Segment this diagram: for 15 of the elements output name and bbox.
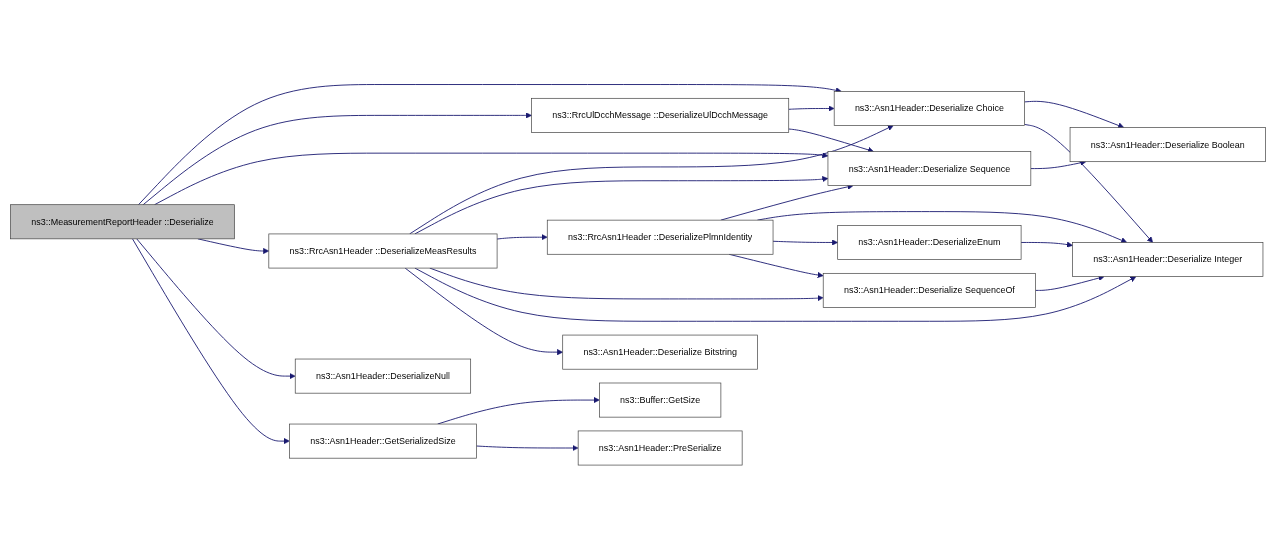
node-box: ns3::Asn1Header::Deserialize Boolean [1069, 126, 1266, 162]
node-box: ns3::MeasurementReportHeader ::Deserialize [10, 204, 235, 239]
node-box: ns3::Buffer::GetSize [599, 382, 722, 418]
node-box: ns3::Asn1Header::Deserialize Sequence [827, 150, 1032, 186]
node-box: ns3::RrcAsn1Header ::DeserializePlmnIdentity [546, 219, 774, 255]
node-box: ns3::Asn1Header::Deserialize Integer [1072, 241, 1264, 277]
node-box: ns3::Asn1Header::Deserialize Choice [833, 90, 1025, 126]
node-box: ns3::Asn1Header::Deserialize Bitstring [562, 334, 758, 370]
node-box: ns3::Asn1Header::DeserializeNull [294, 358, 472, 394]
node-box: ns3::Asn1Header::GetSerializedSize [289, 423, 477, 459]
node-box: ns3::Asn1Header::PreSerialize [577, 430, 743, 466]
node-box: ns3::RrcAsn1Header ::DeserializeMeasResults [268, 233, 498, 269]
node-box: ns3::Asn1Header::DeserializeEnum [837, 224, 1022, 260]
node-box: ns3::RrcUlDcchMessage ::DeserializeUlDcchMessage [531, 97, 790, 133]
node-box: ns3::Asn1Header::Deserialize SequenceOf [822, 272, 1036, 308]
